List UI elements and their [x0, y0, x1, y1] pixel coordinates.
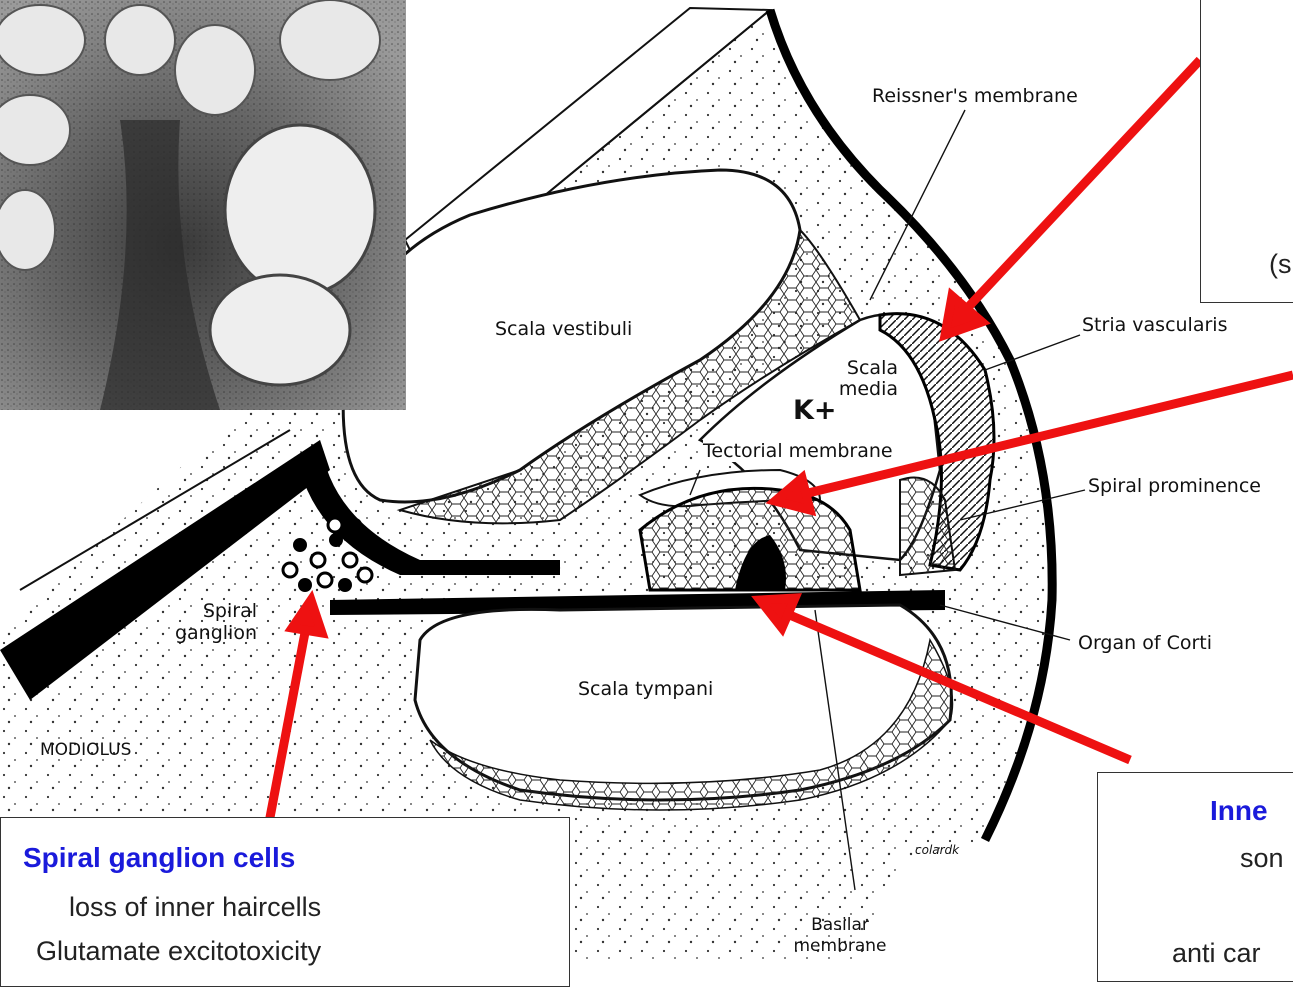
- callout-spiral-ganglion-line2: Glutamate excitotoxicity: [36, 936, 321, 967]
- label-scala-media: Scala media: [828, 358, 898, 400]
- callout-bottom-right-title: Inne: [1210, 795, 1268, 827]
- label-potassium: K+: [793, 395, 837, 426]
- callout-bottom-right-line2: anti car: [1172, 938, 1261, 969]
- label-basilar: Basilar membrane: [785, 915, 895, 957]
- callout-bottom-right-line1: son: [1240, 843, 1284, 874]
- callout-spiral-ganglion-title: Spiral ganglion cells: [23, 842, 295, 874]
- label-organ-of-corti: Organ of Corti: [1078, 632, 1212, 654]
- callout-spiral-ganglion-line1: loss of inner haircells: [69, 892, 321, 923]
- label-modiolus: MODIOLUS: [40, 740, 131, 760]
- callout-spiral-ganglion: Spiral ganglion cells loss of inner hair…: [0, 817, 570, 987]
- label-tectorial: Tectorial membrane: [703, 440, 893, 462]
- label-spiral-prominence: Spiral prominence: [1088, 475, 1261, 497]
- label-scala-vestibuli: Scala vestibuli: [495, 318, 632, 340]
- label-spiral-ganglion: Spiral ganglion: [162, 600, 257, 644]
- label-stria: Stria vascularis: [1082, 314, 1227, 336]
- label-reissner: Reissner's membrane: [872, 85, 1078, 107]
- callout-top-right: (s: [1200, 0, 1293, 303]
- callout-top-right-fragment: (s: [1269, 249, 1292, 280]
- histology-micrograph: [0, 0, 406, 410]
- callout-bottom-right: Inne son anti car: [1097, 772, 1293, 982]
- artist-signature: colardk: [915, 843, 959, 857]
- label-scala-tympani: Scala tympani: [578, 678, 713, 700]
